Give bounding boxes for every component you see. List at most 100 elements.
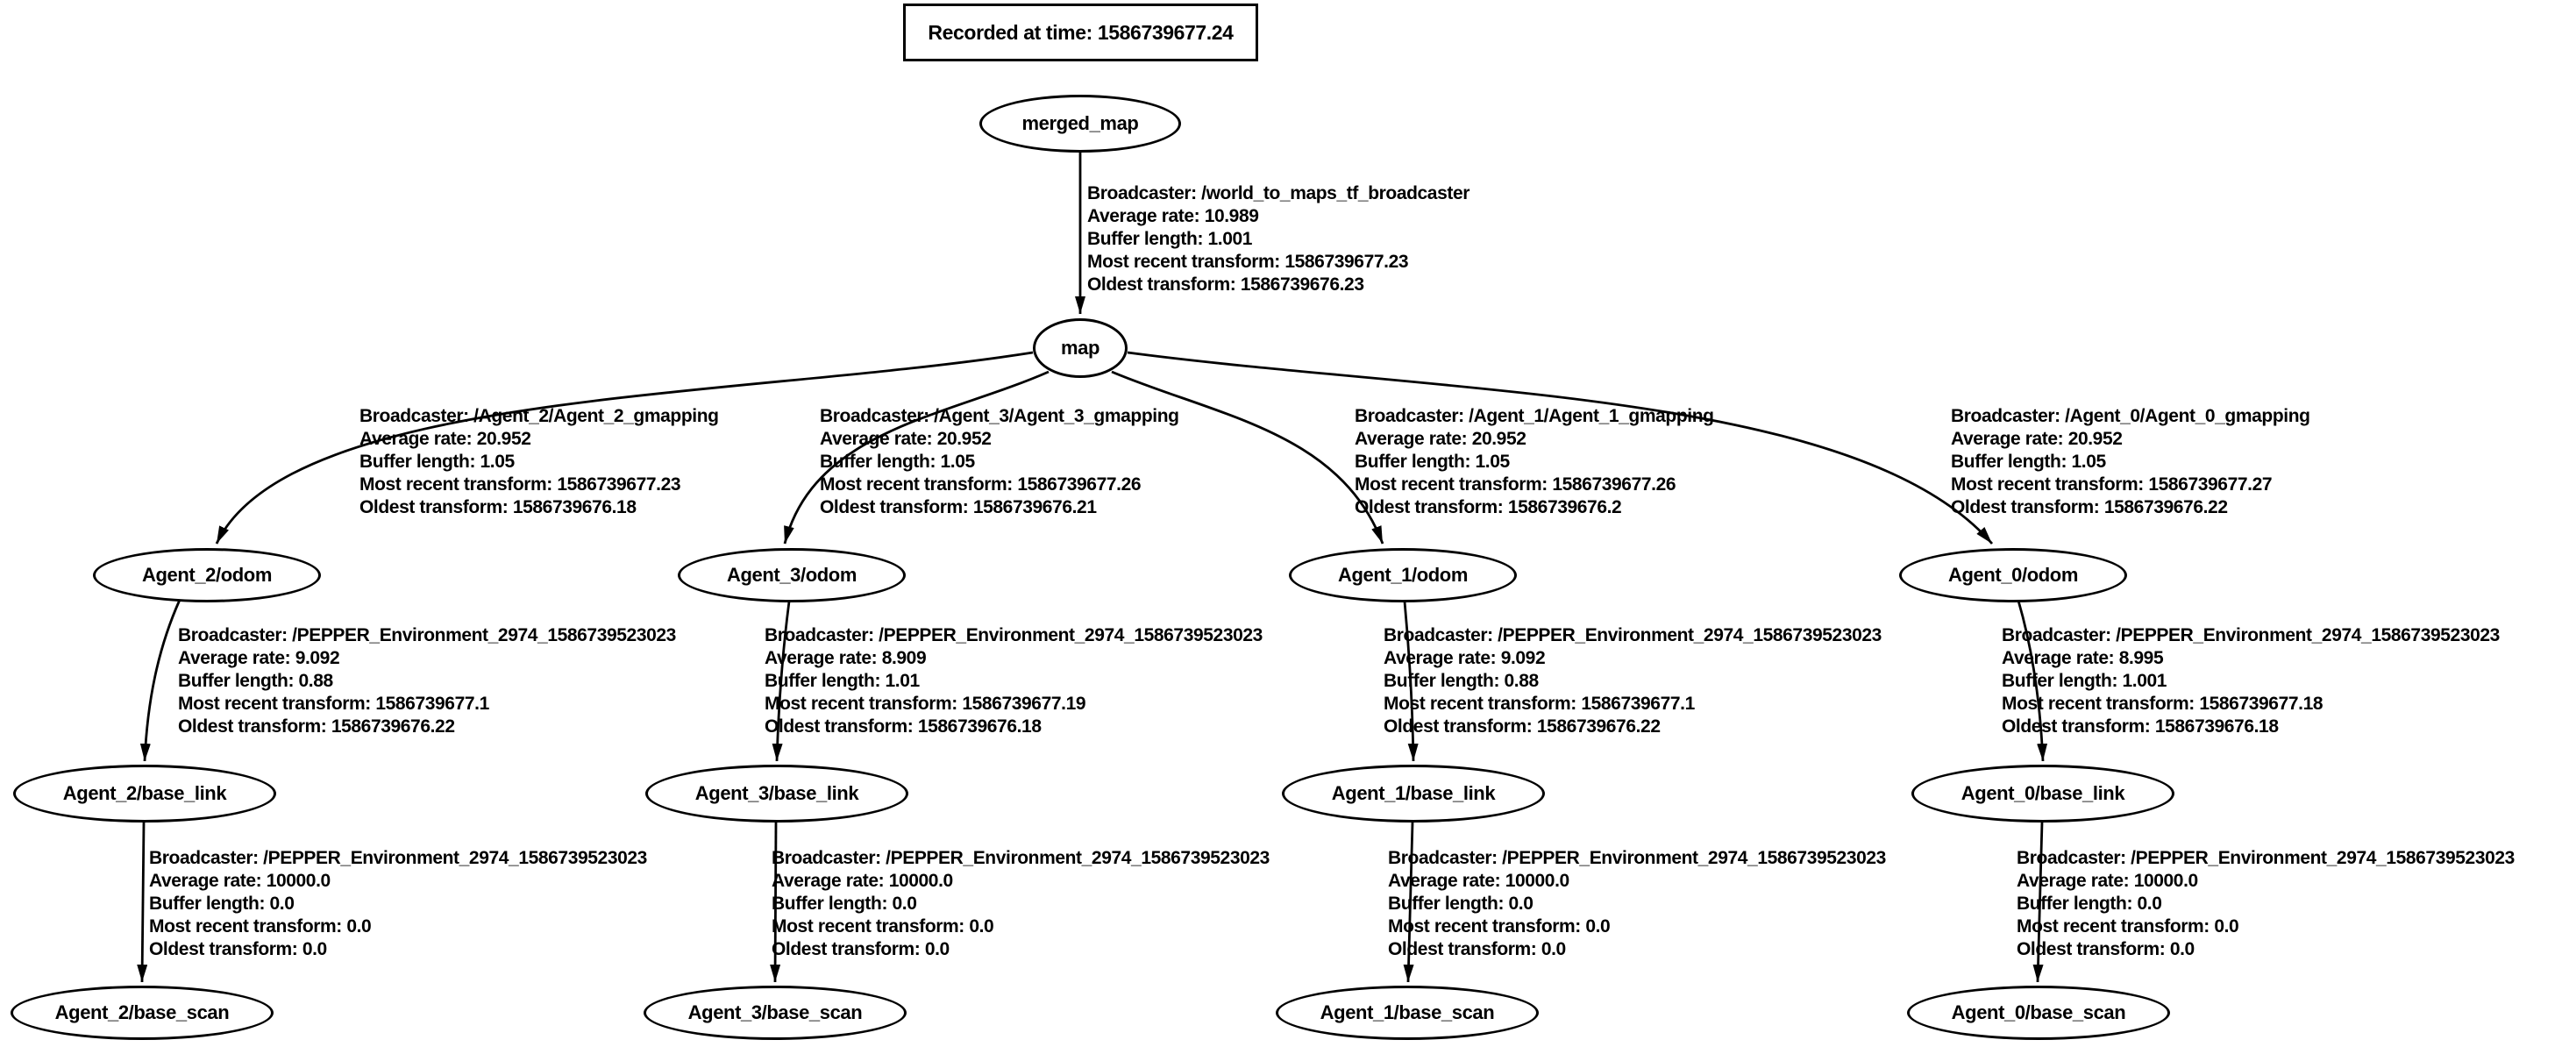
average-rate-line: Average rate: 8.909	[765, 648, 927, 668]
oldest-line: Oldest transform: 1586739676.22	[178, 716, 455, 737]
node-label: Agent_2/base_link	[62, 782, 227, 804]
edge-label-agent3-baselink-to-basescan: Broadcaster: /PEPPER_Environment_2974_15…	[772, 847, 1270, 961]
oldest-line: Oldest transform: 0.0	[772, 939, 950, 959]
node-agent0-odom: Agent_0/odom	[1899, 548, 2127, 602]
average-rate-line: Average rate: 20.952	[1951, 429, 2123, 449]
node-label: Agent_2/base_scan	[54, 1001, 230, 1023]
node-label: Agent_3/odom	[727, 564, 857, 586]
buffer-length-line: Buffer length: 0.0	[149, 894, 295, 914]
buffer-length-line: Buffer length: 1.05	[1355, 452, 1510, 472]
oldest-line: Oldest transform: 1586739676.18	[765, 716, 1042, 737]
node-label: Agent_0/base_scan	[1951, 1001, 2126, 1023]
average-rate-line: Average rate: 10000.0	[1388, 871, 1569, 891]
most-recent-line: Most recent transform: 1586739677.23	[359, 474, 681, 495]
buffer-length-line: Buffer length: 1.001	[2002, 671, 2167, 691]
broadcaster-line: Broadcaster: /PEPPER_Environment_2974_15…	[1388, 848, 1886, 868]
node-merged-map: merged_map	[979, 95, 1181, 153]
oldest-line: Oldest transform: 1586739676.23	[1087, 274, 1364, 295]
average-rate-line: Average rate: 9.092	[178, 648, 340, 668]
oldest-line: Oldest transform: 1586739676.21	[820, 497, 1097, 517]
buffer-length-line: Buffer length: 1.01	[765, 671, 920, 691]
node-agent2-odom: Agent_2/odom	[93, 548, 321, 602]
most-recent-line: Most recent transform: 1586739677.1	[1384, 694, 1695, 714]
node-agent1-odom: Agent_1/odom	[1289, 548, 1517, 602]
node-agent3-odom: Agent_3/odom	[678, 548, 906, 602]
broadcaster-line: Broadcaster: /PEPPER_Environment_2974_15…	[2002, 625, 2500, 645]
edge-label-agent2-odom-to-baselink: Broadcaster: /PEPPER_Environment_2974_15…	[178, 624, 676, 738]
node-label: map	[1060, 337, 1100, 359]
node-label: Agent_2/odom	[142, 564, 272, 586]
average-rate-line: Average rate: 10000.0	[2017, 871, 2198, 891]
edge-label-map-to-agent2-odom: Broadcaster: /Agent_2/Agent_2_gmapping A…	[359, 405, 719, 519]
broadcaster-line: Broadcaster: /PEPPER_Environment_2974_15…	[772, 848, 1270, 868]
average-rate-line: Average rate: 20.952	[1355, 429, 1526, 449]
broadcaster-line: Broadcaster: /PEPPER_Environment_2974_15…	[149, 848, 647, 868]
most-recent-line: Most recent transform: 0.0	[772, 916, 994, 937]
most-recent-line: Most recent transform: 1586739677.1	[178, 694, 489, 714]
node-label: Agent_0/odom	[1948, 564, 2078, 586]
node-agent2-base-scan: Agent_2/base_scan	[11, 986, 274, 1040]
broadcaster-line: Broadcaster: /Agent_3/Agent_3_gmapping	[820, 406, 1179, 426]
node-label: Agent_1/odom	[1338, 564, 1468, 586]
node-label: Agent_3/base_scan	[687, 1001, 863, 1023]
edge-label-agent0-baselink-to-basescan: Broadcaster: /PEPPER_Environment_2974_15…	[2017, 847, 2515, 961]
most-recent-line: Most recent transform: 1586739677.18	[2002, 694, 2323, 714]
broadcaster-line: Broadcaster: /Agent_2/Agent_2_gmapping	[359, 406, 719, 426]
edge-map-to-agent1-odom	[1111, 370, 1384, 545]
recorded-time-box: Recorded at time: 1586739677.24	[903, 4, 1258, 61]
edge-label-agent3-odom-to-baselink: Broadcaster: /PEPPER_Environment_2974_15…	[765, 624, 1263, 738]
node-agent0-base-link: Agent_0/base_link	[1911, 765, 2174, 823]
oldest-line: Oldest transform: 0.0	[2017, 939, 2195, 959]
edge-map-to-agent3-odom	[783, 370, 1050, 545]
most-recent-line: Most recent transform: 1586739677.19	[765, 694, 1086, 714]
broadcaster-line: Broadcaster: /PEPPER_Environment_2974_15…	[1384, 625, 1882, 645]
recorded-time-text: Recorded at time: 1586739677.24	[928, 20, 1234, 44]
edge-label-agent0-odom-to-baselink: Broadcaster: /PEPPER_Environment_2974_15…	[2002, 624, 2500, 738]
edge-map-to-agent0-odom	[1127, 351, 1994, 545]
most-recent-line: Most recent transform: 0.0	[149, 916, 372, 937]
average-rate-line: Average rate: 10000.0	[149, 871, 331, 891]
broadcaster-line: Broadcaster: /PEPPER_Environment_2974_15…	[765, 625, 1263, 645]
buffer-length-line: Buffer length: 1.05	[820, 452, 975, 472]
oldest-line: Oldest transform: 1586739676.22	[1384, 716, 1661, 737]
node-label: Agent_0/base_link	[1960, 782, 2125, 804]
node-label: Agent_1/base_link	[1331, 782, 1496, 804]
node-agent3-base-scan: Agent_3/base_scan	[644, 986, 907, 1040]
edge-agent3-baselink-to-basescan	[770, 822, 781, 983]
edge-agent0-odom-to-baselink	[2017, 600, 2048, 762]
most-recent-line: Most recent transform: 0.0	[1388, 916, 1611, 937]
buffer-length-line: Buffer length: 1.001	[1087, 229, 1253, 249]
broadcaster-line: Broadcaster: /world_to_maps_tf_broadcast…	[1087, 183, 1470, 203]
oldest-line: Oldest transform: 0.0	[1388, 939, 1566, 959]
buffer-length-line: Buffer length: 0.88	[178, 671, 333, 691]
edge-label-agent2-baselink-to-basescan: Broadcaster: /PEPPER_Environment_2974_15…	[149, 847, 647, 961]
most-recent-line: Most recent transform: 0.0	[2017, 916, 2239, 937]
buffer-length-line: Buffer length: 1.05	[359, 452, 515, 472]
oldest-line: Oldest transform: 1586739676.18	[359, 497, 637, 517]
buffer-length-line: Buffer length: 1.05	[1951, 452, 2106, 472]
edge-map-to-agent2-odom	[215, 351, 1034, 545]
buffer-length-line: Buffer length: 0.0	[2017, 894, 2162, 914]
edge-label-agent1-baselink-to-basescan: Broadcaster: /PEPPER_Environment_2974_15…	[1388, 847, 1886, 961]
broadcaster-line: Broadcaster: /Agent_0/Agent_0_gmapping	[1951, 406, 2310, 426]
edge-agent0-baselink-to-basescan	[2032, 822, 2044, 983]
node-agent0-base-scan: Agent_0/base_scan	[1907, 986, 2170, 1040]
broadcaster-line: Broadcaster: /PEPPER_Environment_2974_15…	[2017, 848, 2515, 868]
average-rate-line: Average rate: 20.952	[820, 429, 992, 449]
edge-agent1-baselink-to-basescan	[1403, 822, 1414, 983]
node-agent1-base-link: Agent_1/base_link	[1282, 765, 1545, 823]
broadcaster-line: Broadcaster: /PEPPER_Environment_2974_15…	[178, 625, 676, 645]
node-label: Agent_1/base_scan	[1320, 1001, 1495, 1023]
edge-agent3-odom-to-baselink	[772, 601, 791, 762]
node-agent2-base-link: Agent_2/base_link	[13, 765, 276, 823]
edge-label-agent1-odom-to-baselink: Broadcaster: /PEPPER_Environment_2974_15…	[1384, 624, 1882, 738]
average-rate-line: Average rate: 10000.0	[772, 871, 953, 891]
average-rate-line: Average rate: 8.995	[2002, 648, 2164, 668]
node-agent1-base-scan: Agent_1/base_scan	[1276, 986, 1539, 1040]
most-recent-line: Most recent transform: 1586739677.26	[1355, 474, 1676, 495]
edge-label-mergedmap-to-map: Broadcaster: /world_to_maps_tf_broadcast…	[1087, 182, 1469, 296]
broadcaster-line: Broadcaster: /Agent_1/Agent_1_gmapping	[1355, 406, 1714, 426]
buffer-length-line: Buffer length: 0.88	[1384, 671, 1539, 691]
most-recent-line: Most recent transform: 1586739677.26	[820, 474, 1142, 495]
